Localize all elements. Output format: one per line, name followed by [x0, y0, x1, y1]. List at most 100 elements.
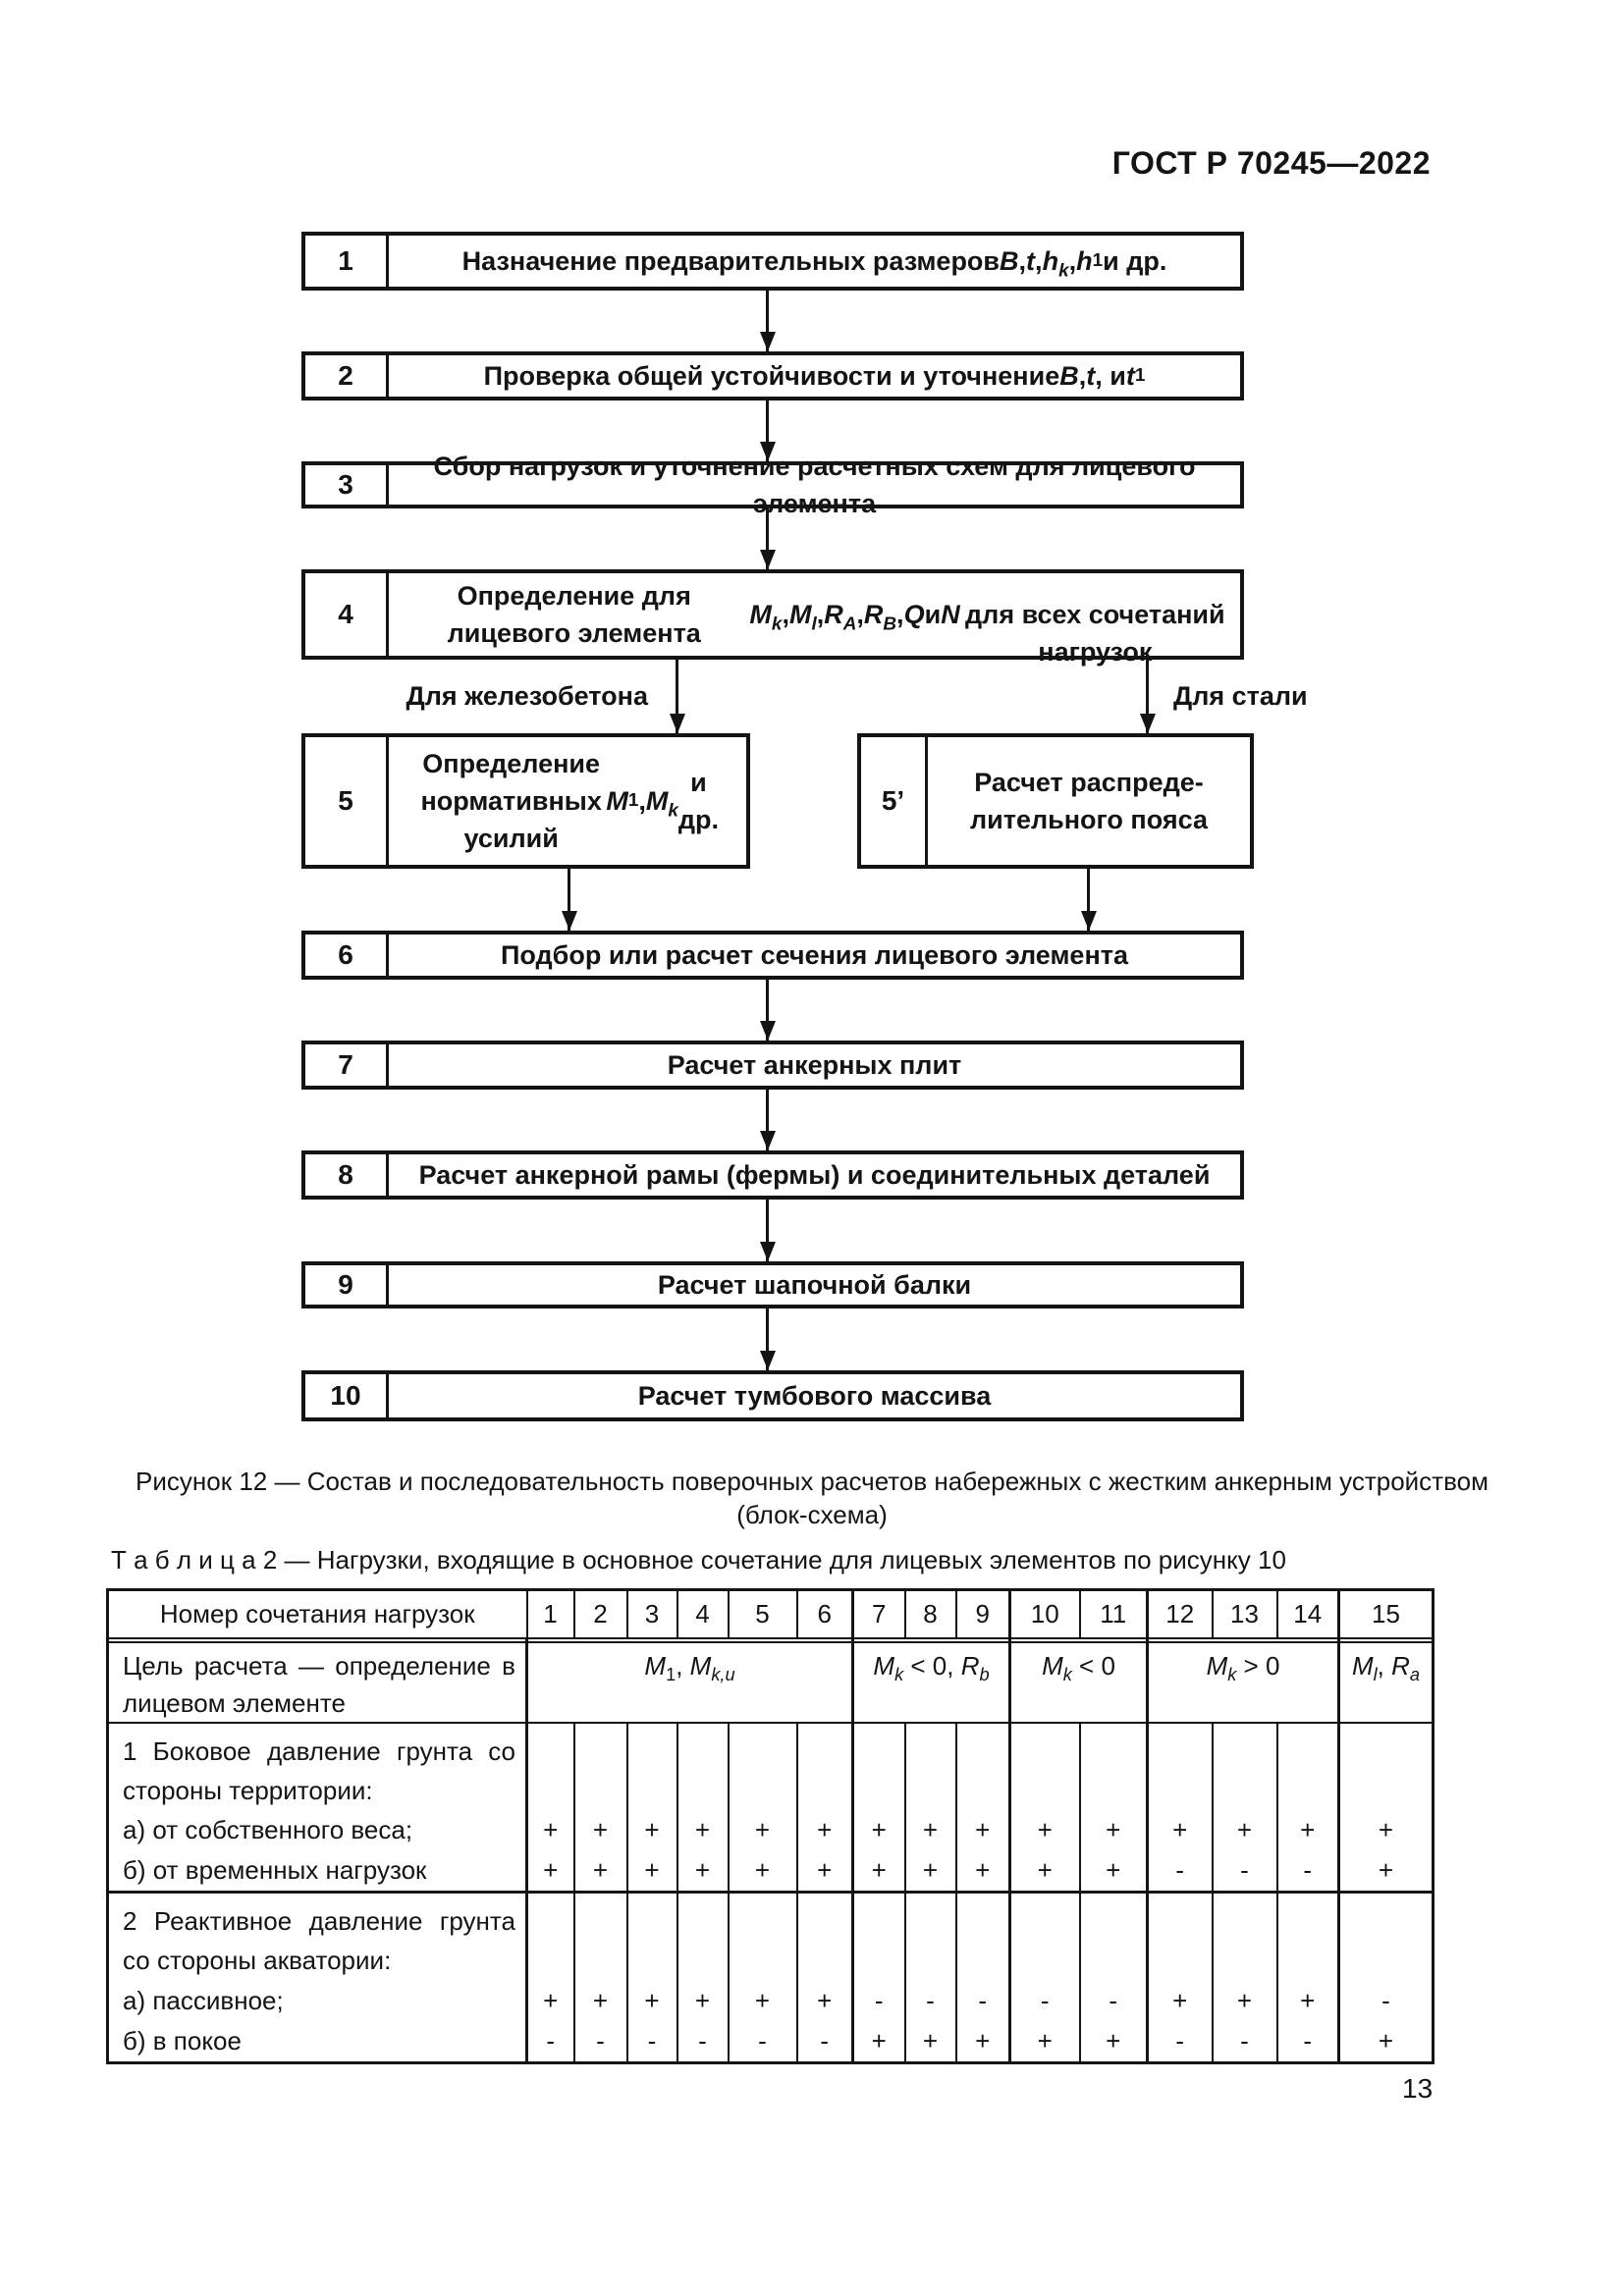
box-text: Проверка общей устойчивости и уточнение …: [483, 361, 1146, 391]
arrow-8-9: [766, 1200, 769, 1261]
empty-cell: [1147, 1892, 1214, 1980]
empty-cell: [796, 1892, 854, 1980]
empty-cell: [1212, 1892, 1278, 1980]
spacer-cell: [1338, 1637, 1434, 1643]
value-row: а) от собственного веса;+++++++++++++++: [107, 1809, 1434, 1851]
box-text: Расчет распреде-лительного пояса: [970, 768, 1208, 834]
value-cell: -: [626, 2021, 678, 2064]
arrow-1-2: [766, 291, 769, 351]
spacer-cell: [904, 1637, 956, 1643]
arrow-7-8: [766, 1090, 769, 1150]
flowchart-box-2: 2 Проверка общей устойчивости и уточнени…: [301, 351, 1244, 400]
flowchart-box-8: 8 Расчет анкерной рамы (фермы) и соедини…: [301, 1150, 1244, 1200]
spacer-cell: [1147, 1637, 1213, 1643]
box-number: 6: [305, 934, 389, 976]
column-number-cell: 2: [573, 1589, 628, 1639]
arrow-4-5prime: [1146, 660, 1149, 733]
column-number-cell: 6: [796, 1589, 854, 1639]
column-number-cell: 14: [1276, 1589, 1340, 1639]
figure-caption-line2: (блок-схема): [736, 1500, 888, 1529]
spacer-cell: [728, 1637, 797, 1643]
value-cell: +: [1009, 2021, 1081, 2064]
arrow-5prime-6: [1087, 869, 1090, 931]
value-cell: +: [796, 1809, 854, 1851]
empty-cell: [1009, 1722, 1081, 1810]
value-cell: +: [1338, 2021, 1434, 2064]
box-number: 10: [305, 1374, 389, 1417]
empty-cell: [626, 1722, 678, 1810]
row-label-cell: б) от временных нагрузок: [107, 1850, 528, 1894]
value-cell: +: [796, 1850, 854, 1894]
value-row: б) от временных нагрузок+++++++++++---+: [107, 1850, 1434, 1894]
purpose-row: Цель расчета — определение в лицевом эле…: [107, 1641, 1434, 1724]
column-number-cell: 11: [1079, 1589, 1149, 1639]
spacer-cell: [1276, 1637, 1340, 1643]
section-header-row: 2 Реактивное давление грунта со стороны …: [107, 1892, 1434, 1980]
value-cell: +: [796, 1980, 854, 2021]
value-cell: +: [852, 1809, 906, 1851]
flowchart-box-9: 9 Расчет шапочной балки: [301, 1261, 1244, 1308]
empty-cell: [852, 1722, 906, 1810]
flowchart-box-5prime: 5’ Расчет распреде-лительного пояса: [857, 733, 1254, 869]
arrow-2-3: [766, 400, 769, 461]
value-cell: +: [573, 1850, 628, 1894]
value-cell: +: [904, 1809, 957, 1851]
value-row: б) в покое------+++++---+: [107, 2021, 1434, 2064]
row-label-cell: а) от собственного веса;: [107, 1809, 528, 1851]
empty-cell: [1276, 1892, 1340, 1980]
value-cell: +: [955, 1809, 1011, 1851]
value-cell: -: [1009, 1980, 1081, 2021]
column-number-cell: 9: [955, 1589, 1011, 1639]
box-number: 1: [305, 236, 389, 287]
corner-header-cell: Номер сочетания нагрузок: [107, 1589, 528, 1639]
group-header-cell: Mk < 0, Rb: [852, 1641, 1011, 1724]
value-cell: +: [1079, 1850, 1149, 1894]
value-cell: -: [796, 2021, 854, 2064]
value-cell: +: [626, 1850, 678, 1894]
group-header-cell: Mk > 0: [1147, 1641, 1340, 1724]
empty-cell: [728, 1892, 798, 1980]
value-cell: +: [1378, 1815, 1394, 1844]
flowchart-box-6: 6 Подбор или расчет сечения лицевого эле…: [301, 931, 1244, 980]
value-cell: +: [526, 1850, 575, 1894]
figure-caption-line1: Рисунок 12 — Состав и последовательность…: [135, 1467, 1489, 1496]
group-header-cell: M1, Mk,u: [526, 1641, 854, 1724]
arrow-6-7: [766, 980, 769, 1041]
box-number: 5: [305, 737, 389, 865]
box-text: Назначение предварительных размеров B, t…: [461, 246, 1167, 282]
document-title: ГОСТ Р 70245—2022: [1111, 145, 1431, 181]
box-number: 7: [305, 1044, 389, 1086]
flowchart-box-3: 3 Сбор нагрузок и уточнение расчетных сх…: [301, 452, 1244, 518]
empty-cell: [955, 1722, 1011, 1810]
value-cell: -: [955, 1980, 1011, 2021]
section-title-cell: 2 Реактивное давление грунта со стороны …: [107, 1892, 528, 1980]
column-number-cell: 8: [904, 1589, 957, 1639]
value-cell: +: [1338, 1850, 1434, 1894]
empty-cell: [1147, 1722, 1214, 1810]
value-cell: -: [573, 2021, 628, 2064]
spacer-cell: [955, 1637, 1011, 1643]
value-cell: -: [852, 1980, 906, 2021]
empty-cell: [1009, 1892, 1081, 1980]
branch-label-steel: Для стали: [1173, 681, 1308, 711]
empty-cell: [526, 1892, 575, 1980]
column-number-cell: 13: [1212, 1589, 1278, 1639]
value-cell: +: [1276, 1809, 1340, 1851]
value-cell: -: [904, 1980, 957, 2021]
value-cell: +: [1212, 1809, 1278, 1851]
spacer-cell: [852, 1637, 905, 1643]
arrow-4-5: [676, 660, 678, 733]
column-number-cell: 1: [526, 1589, 575, 1639]
box-number: 3: [305, 465, 389, 505]
spacer-cell: [107, 1637, 528, 1643]
value-cell: +: [955, 1850, 1011, 1894]
column-number-cell: 3: [626, 1589, 678, 1639]
column-number-cell: 4: [677, 1589, 730, 1639]
empty-cell: [852, 1892, 906, 1980]
purpose-label-cell: Цель расчета — определение в лицевом эле…: [107, 1641, 528, 1724]
value-cell: +: [1079, 1809, 1149, 1851]
empty-cell: [955, 1892, 1011, 1980]
